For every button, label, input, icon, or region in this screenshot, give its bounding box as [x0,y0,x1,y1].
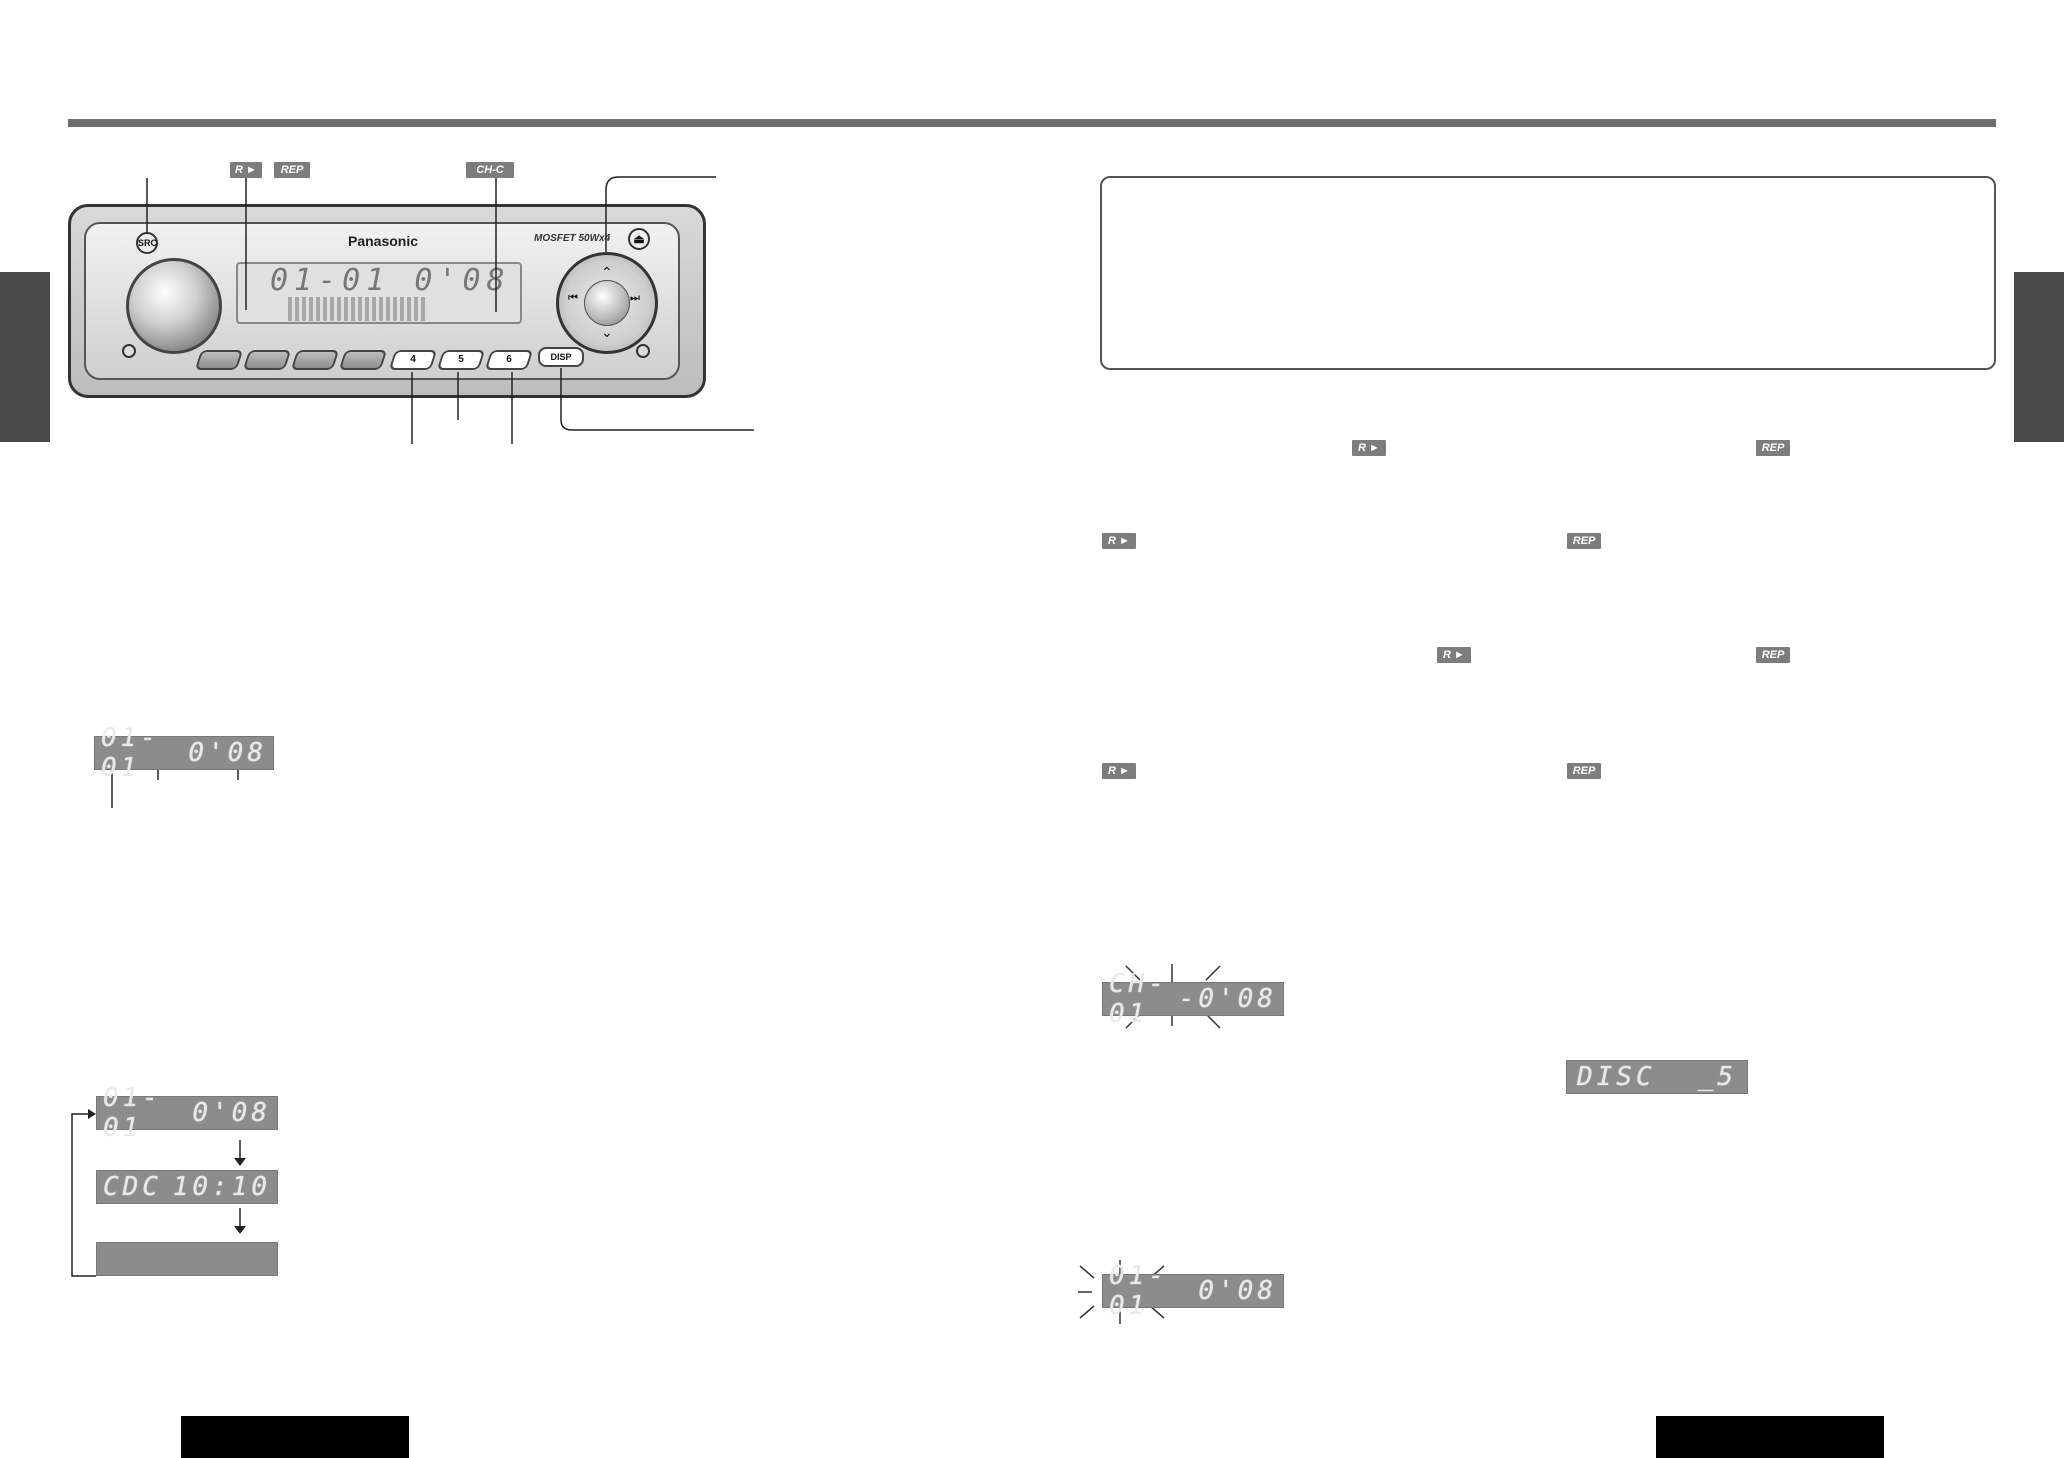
down-arrow-icon: ⌄ [601,324,613,340]
random-badge-row2: R ► [1102,533,1136,549]
disc-blink-right: -0'08 [1178,984,1277,1014]
release-dot-icon[interactable] [636,344,650,358]
display-sequence-1: 01-01 0'08 [96,1083,278,1143]
seq2-right: 10:10 [172,1172,271,1202]
info-box [1100,176,1996,370]
track-blink-display: 01-01 0'08 [1102,1261,1284,1321]
direction-pad-center[interactable] [584,280,630,326]
random-badge-row3: R ► [1437,647,1471,663]
power-dot-icon [122,344,136,358]
seq2-left: CDC [103,1172,162,1202]
disc-blink-display: CH-01 -0'08 [1102,969,1284,1029]
repeat-badge-row2: REP [1567,533,1601,549]
disc-select-number: _5 [1697,1062,1737,1092]
repeat-badge: REP [274,162,310,178]
right-side-tab [2014,272,2064,442]
disc-select-display: DISC _5 [1566,1060,1748,1094]
brand-logo: Panasonic [348,233,419,249]
repeat-badge-row4: REP [1567,763,1601,779]
disc-select-label: DISC [1577,1062,1656,1092]
seq1-left: 01-01 [103,1083,162,1143]
repeat-badge-row3: REP [1756,647,1790,663]
prev-track-icon: ⏮ [568,292,578,304]
random-badge: R ► [230,162,262,178]
disc-blink-left: CH-01 [1109,969,1168,1029]
next-track-icon: ⏭ [630,292,640,304]
track-time-display: 01-01 0'08 [94,723,274,783]
header-rule [68,119,1996,127]
random-badge-row4: R ► [1102,763,1136,779]
equalizer-bars [288,297,428,321]
eject-button[interactable]: ⏏ [628,228,650,250]
display-sequence-2: CDC 10:10 [96,1170,278,1204]
track-number: 01-01 [101,723,160,783]
changer-badge: CH-C [466,162,514,178]
disp-button[interactable]: DISP [538,347,584,367]
display-sequence-3 [96,1242,278,1276]
random-badge-row1: R ► [1352,440,1386,456]
track-blink-left: 01-01 [1109,1261,1168,1321]
unit-display-text: 01-01 0'08 [270,263,511,298]
footer-page-box-right [1656,1416,1884,1458]
track-blink-right: 0'08 [1198,1276,1277,1306]
footer-page-box-left [181,1416,409,1458]
left-side-tab [0,272,50,442]
seq1-right: 0'08 [192,1098,271,1128]
play-time: 0'08 [188,738,267,768]
power-rating-label: MOSFET 50Wx4 [534,233,611,244]
up-arrow-icon: ⌃ [601,264,613,280]
volume-knob[interactable] [126,258,222,354]
repeat-badge-row1: REP [1756,440,1790,456]
